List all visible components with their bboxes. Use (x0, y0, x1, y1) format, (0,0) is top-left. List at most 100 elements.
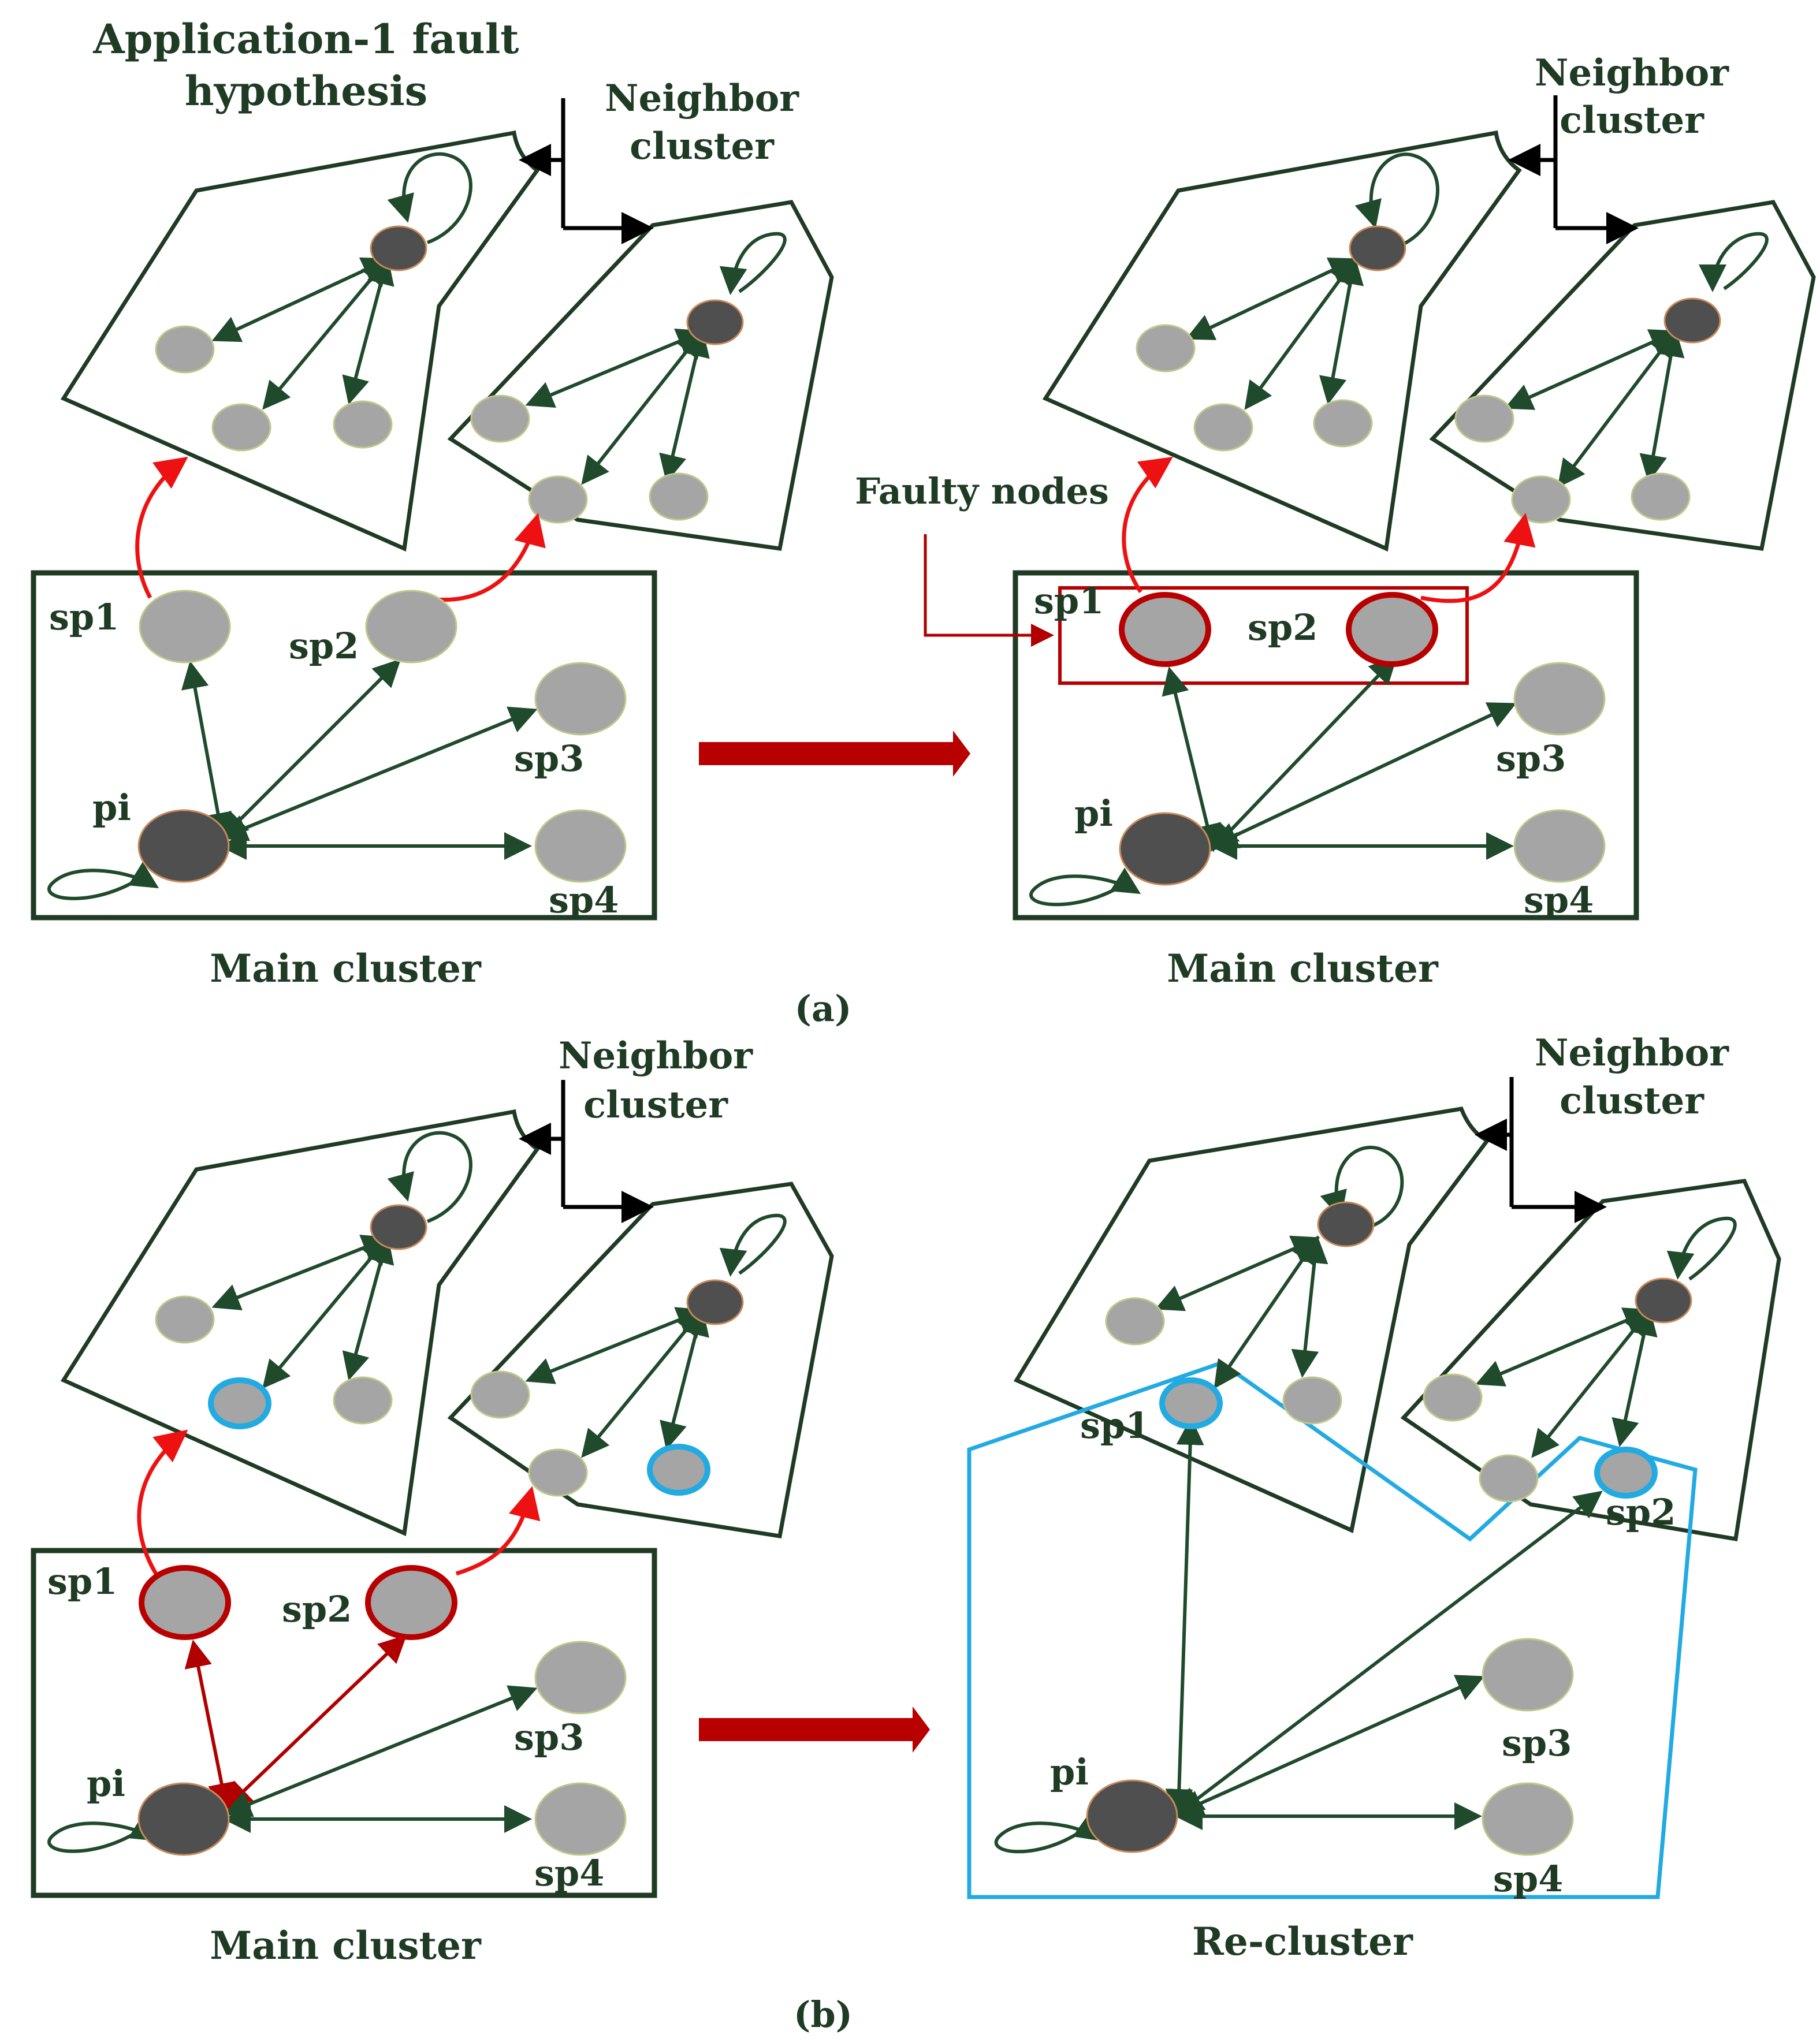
neighbor-label-line-2: cluster (1560, 99, 1704, 142)
main-cluster-caption: Main cluster (210, 946, 482, 991)
spare-node-sp3 (534, 662, 627, 736)
new-node-sp2 (1594, 1447, 1658, 1499)
service-node (1193, 403, 1253, 452)
faulty-edge-arrow (184, 1639, 236, 1811)
service-node (155, 325, 215, 374)
process-node-dark (686, 299, 744, 345)
service-node (528, 1448, 588, 1497)
service-node (333, 400, 393, 449)
neighbor-cluster-outline (60, 1109, 540, 1537)
edge-arrow (1319, 256, 1364, 405)
neighbor-cluster-1-graph (1105, 1145, 1404, 1425)
title-line-2: hypothesis (185, 67, 427, 115)
process-node-dark (1317, 1201, 1375, 1247)
edge-arrow (342, 256, 394, 405)
faulty-node-sp2 (365, 1565, 457, 1640)
label-sp4: sp4 (534, 1852, 604, 1894)
primary-node-pi (1119, 812, 1211, 886)
self-loop-arrow (47, 1814, 159, 1853)
neighbor-label-line-1: Neighbor (1535, 1031, 1729, 1075)
main-cluster-box (31, 1548, 657, 1898)
service-node (528, 475, 588, 524)
neighbor-cluster-2-graph (470, 232, 787, 524)
edge-arrow (1291, 1235, 1328, 1378)
label-sp4: sp4 (1524, 879, 1594, 921)
spare-node-sp2 (365, 590, 457, 664)
faulty-nodes-label: Faulty nodes (855, 470, 1109, 512)
spare-node-sp4 (534, 1782, 627, 1856)
self-loop-arrow (1666, 1216, 1737, 1281)
process-node-dark (1663, 297, 1721, 344)
neighbor-label-line-1: Neighbor (559, 1034, 753, 1078)
edge-arrow (525, 329, 705, 408)
migration-arrow (1420, 513, 1536, 603)
self-loop-arrow (719, 1213, 787, 1277)
edge-arrow (211, 257, 390, 342)
edge-arrow (1557, 329, 1677, 488)
subfigure-label-a: (a) (795, 988, 852, 1030)
main-cluster-box (1013, 570, 1639, 921)
new-node-sp1 (208, 1377, 271, 1429)
label-sp3: sp3 (1496, 737, 1566, 780)
re-cluster-graph (994, 1377, 1658, 1856)
label-sp1: sp1 (1034, 580, 1104, 622)
main-cluster-graph (47, 1565, 627, 1856)
self-loop-arrow (1029, 867, 1141, 907)
service-node (1511, 475, 1571, 524)
spare-node-sp1 (139, 590, 231, 664)
edge-arrow (1175, 1675, 1485, 1816)
spare-node-sp4 (534, 809, 627, 883)
service-node (1105, 1297, 1165, 1346)
migration-arrow (135, 456, 188, 599)
spare-node-sp3 (1513, 662, 1606, 736)
label-sp3: sp3 (1502, 1722, 1572, 1764)
panel-a-right: Neighbor cluster Fa (855, 51, 1816, 991)
neighbor-cluster-outline (1013, 1106, 1491, 1533)
edge-arrow (181, 661, 232, 841)
service-node (649, 472, 709, 521)
self-loop-arrow (1354, 152, 1439, 247)
migration-arrow (137, 1429, 188, 1575)
edge-arrow (525, 1307, 705, 1384)
re-cluster-caption: Re-cluster (1192, 1919, 1413, 1964)
main-cluster-graph (47, 590, 627, 900)
transition-arrow (699, 1706, 930, 1753)
process-node-dark (370, 1204, 427, 1250)
edge-arrow (1209, 702, 1517, 848)
edge-arrow (659, 329, 710, 483)
self-loop-arrow (387, 152, 472, 244)
neighbor-cluster-2-graph (470, 1213, 787, 1497)
self-loop-arrow (719, 232, 787, 295)
neighbor-cluster-1-graph (155, 1131, 472, 1429)
neighbor-label-line-2: cluster (1560, 1079, 1704, 1123)
service-node (1631, 472, 1691, 521)
label-sp3: sp3 (514, 1716, 584, 1758)
service-node (470, 394, 530, 443)
process-node-dark (1635, 1277, 1692, 1324)
neighbor-label-line-2: cluster (630, 125, 775, 168)
neighbor-cluster-outline (60, 130, 540, 552)
neighbor-cluster-outline (447, 1182, 834, 1538)
panel-b-left: Neighbor cluster (31, 1034, 834, 1968)
label-sp2: sp2 (289, 625, 359, 667)
transition-arrow (699, 731, 970, 777)
panel-a-left: Application-1 fault hypothesis Neighbor … (31, 15, 834, 991)
faulty-edge-arrow (224, 1634, 407, 1810)
self-loop-arrow (1699, 232, 1769, 292)
primary-node-pi (137, 809, 230, 883)
edge-arrow (219, 658, 401, 840)
new-node-sp1 (1159, 1377, 1223, 1429)
subfigure-label-b: (b) (794, 1993, 853, 2036)
migration-arrow (410, 513, 546, 602)
edge-arrow (1639, 329, 1685, 483)
process-node-dark (686, 1279, 744, 1325)
neighbor-cluster-outline (1429, 200, 1816, 551)
neighbor-cluster-1-graph (1136, 152, 1439, 452)
label-sp2: sp2 (1606, 1491, 1676, 1533)
self-loop-arrow (1320, 1145, 1404, 1229)
neighbor-cluster-outline (1400, 1179, 1781, 1542)
service-node (1282, 1376, 1342, 1425)
spare-node-sp3 (534, 1641, 627, 1715)
faulty-node-sp2 (1346, 592, 1438, 667)
new-node-sp2 (647, 1444, 710, 1496)
